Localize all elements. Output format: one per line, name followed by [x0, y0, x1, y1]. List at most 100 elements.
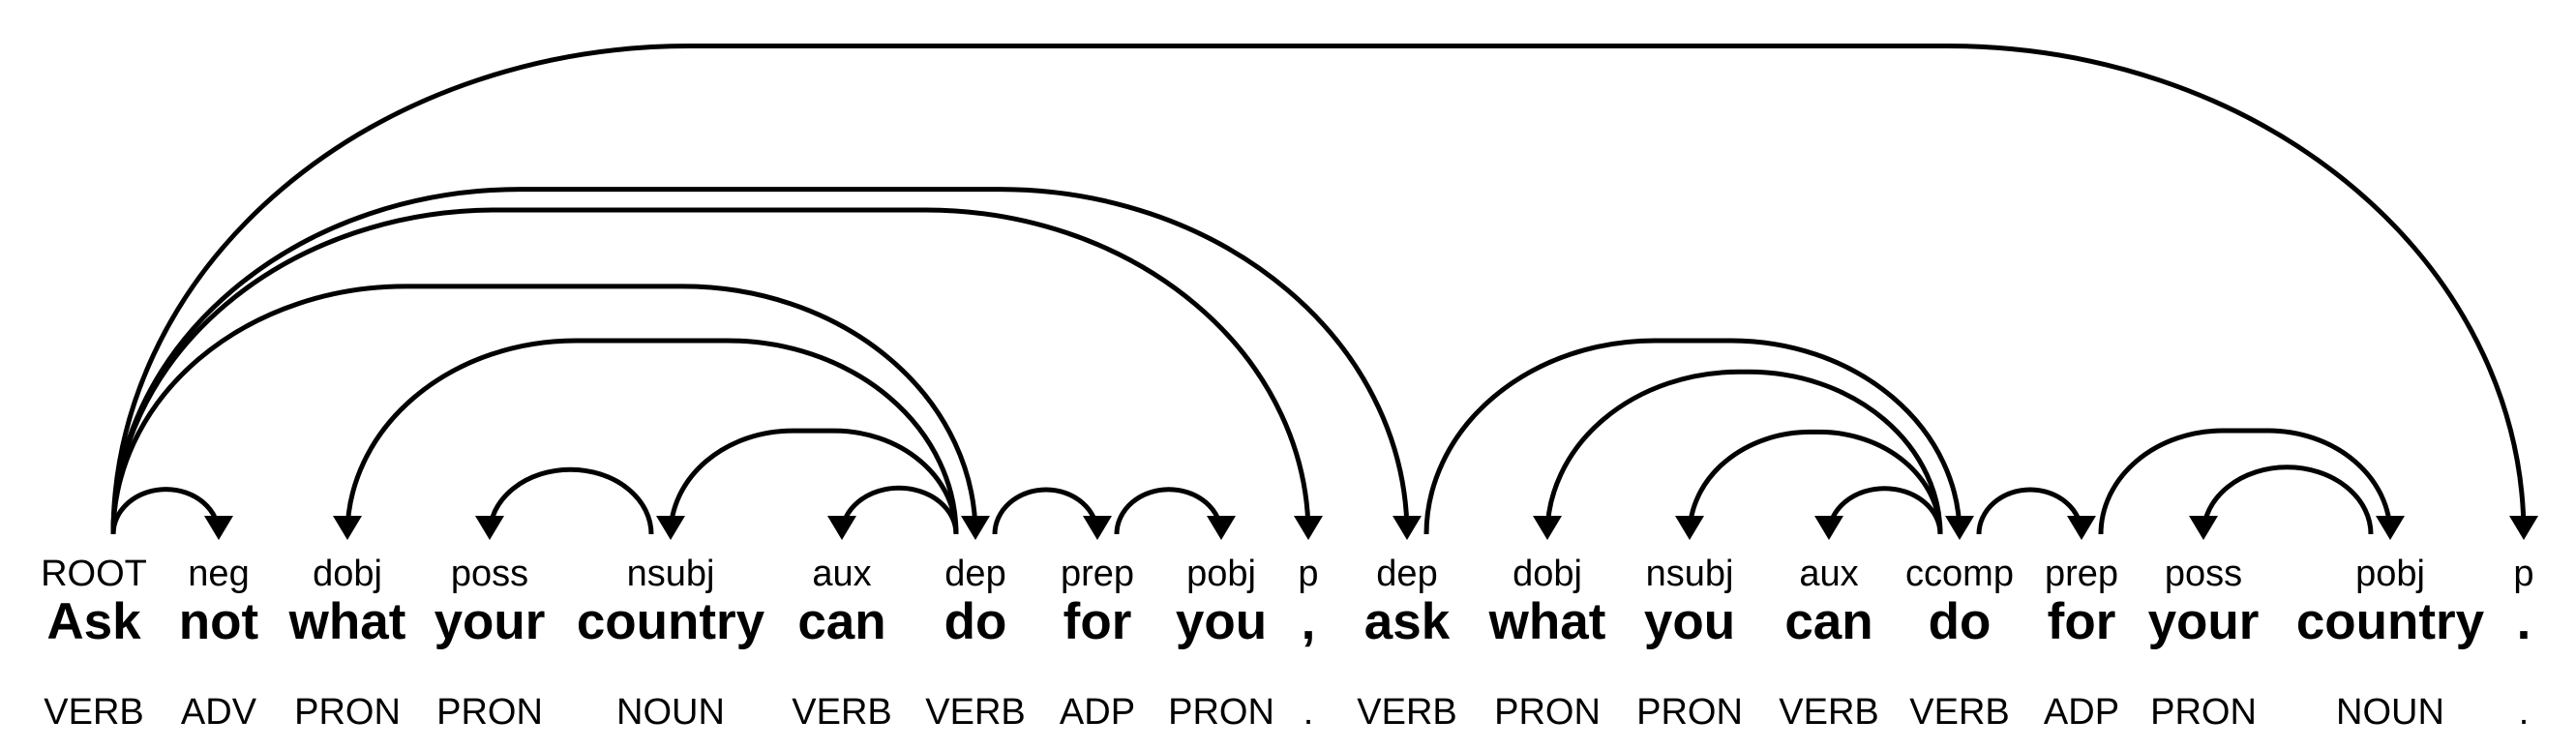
dependency-arc-dep: [110, 187, 1410, 535]
token-dep-label: neg: [188, 554, 249, 594]
token-dep-label: ccomp: [1905, 554, 2014, 594]
dependency-arrowhead-pobj: [1207, 516, 1236, 540]
token-word: country: [2296, 593, 2485, 650]
token-pos-tag: PRON: [1168, 692, 1274, 733]
token-dep-label: poss: [2165, 554, 2242, 594]
dependency-arc-neg: [110, 487, 222, 535]
dependency-arrowhead-prep: [2067, 516, 2096, 540]
token-pos-tag: PRON: [294, 692, 401, 733]
token-word: can: [797, 593, 885, 650]
token-dep-label: poss: [451, 554, 528, 594]
token-pos-tag: PRON: [2150, 692, 2257, 733]
token-pos-tag: NOUN: [2336, 692, 2444, 733]
dependency-arc-layer: [110, 44, 2538, 540]
dependency-arc-nsubj: [1687, 429, 1943, 535]
dependency-arrowhead-dobj: [1533, 516, 1562, 540]
token: p..: [2513, 554, 2533, 733]
token-dep-label: p: [1298, 554, 1318, 594]
dependency-arc-dobj: [344, 338, 959, 535]
token-dep-label: aux: [812, 554, 871, 594]
dependency-arrowhead-ccomp: [1945, 516, 1974, 540]
token-word: can: [1784, 593, 1872, 650]
token-dep-label: ROOT: [41, 554, 147, 594]
dependency-arrowhead-poss: [475, 516, 504, 540]
dependency-arc-aux: [839, 485, 959, 535]
token-pos-tag: VERB: [1779, 692, 1878, 733]
token-dep-label: pobj: [1186, 554, 1256, 594]
dependency-arc-prep: [1976, 487, 2084, 535]
token-word: you: [1176, 593, 1267, 650]
token-dep-label: prep: [1061, 554, 1134, 594]
token-pos-tag: PRON: [1494, 692, 1601, 733]
token-pos-tag: ADP: [1060, 692, 1135, 733]
dependency-arrowhead-dep: [961, 516, 990, 540]
dependency-arrowhead-p: [2509, 516, 2538, 540]
token-dep-label: dep: [1376, 554, 1437, 594]
dependency-arc-dep: [110, 284, 978, 535]
dependency-arc-pobj: [2098, 428, 2393, 535]
token-dep-label: dep: [944, 554, 1005, 594]
dependency-arc-aux: [1826, 486, 1943, 535]
token-dep-label: p: [2513, 554, 2533, 594]
token-pos-tag: VERB: [1357, 692, 1456, 733]
token-pos-tag: ADP: [2044, 692, 2119, 733]
token-word: country: [577, 593, 765, 650]
dependency-arc-p: [110, 207, 1311, 535]
token-pos-tag: VERB: [44, 692, 143, 733]
token-word: your: [2148, 593, 2260, 650]
dependency-arrowhead-neg: [204, 516, 233, 540]
dependency-arc-p: [110, 44, 2527, 535]
token-pos-tag: NOUN: [616, 692, 725, 733]
token-dep-label: nsubj: [627, 554, 715, 594]
token-word: for: [2048, 593, 2116, 650]
token-word: ,: [1302, 593, 1316, 650]
token-word: what: [288, 593, 406, 650]
token-pos-tag: .: [2519, 692, 2530, 733]
dependency-arc-pobj: [1114, 487, 1224, 535]
dependency-arc-poss: [487, 466, 654, 535]
token-word: not: [179, 593, 258, 650]
dependency-arrowhead-prep: [1083, 516, 1112, 540]
dependency-arrowhead-aux: [827, 516, 856, 540]
dependency-arc-prep: [992, 487, 1100, 535]
token-word: .: [2517, 593, 2531, 650]
token-pos-tag: PRON: [436, 692, 543, 733]
token-pos-tag: .: [1303, 692, 1314, 733]
dependency-arrowhead-dep: [1393, 516, 1422, 540]
dependency-arc-dobj: [1544, 369, 1943, 535]
dependency-arrowhead-nsubj: [1675, 516, 1704, 540]
token-layer: ROOTAskVERBnegnotADVdobjwhatPRONpossyour…: [41, 554, 2533, 733]
dependency-arc-nsubj: [668, 428, 959, 535]
dependency-arrowhead-poss: [2189, 516, 2218, 540]
token-dep-label: dobj: [1513, 554, 1582, 594]
token-dep-label: dobj: [313, 554, 382, 594]
token: p,.: [1298, 554, 1318, 733]
token-pos-tag: VERB: [925, 692, 1025, 733]
token-dep-label: aux: [1799, 554, 1858, 594]
dependency-arc-ccomp: [1423, 338, 1962, 535]
token-word: you: [1644, 593, 1735, 650]
dependency-arrowhead-pobj: [2376, 516, 2405, 540]
token-dep-label: prep: [2045, 554, 2118, 594]
dependency-arrowhead-dobj: [333, 516, 362, 540]
token-word: do: [1929, 593, 1992, 650]
dependency-arrowhead-nsubj: [656, 516, 685, 540]
token-pos-tag: VERB: [1909, 692, 2009, 733]
dependency-arc-poss: [2201, 465, 2374, 535]
